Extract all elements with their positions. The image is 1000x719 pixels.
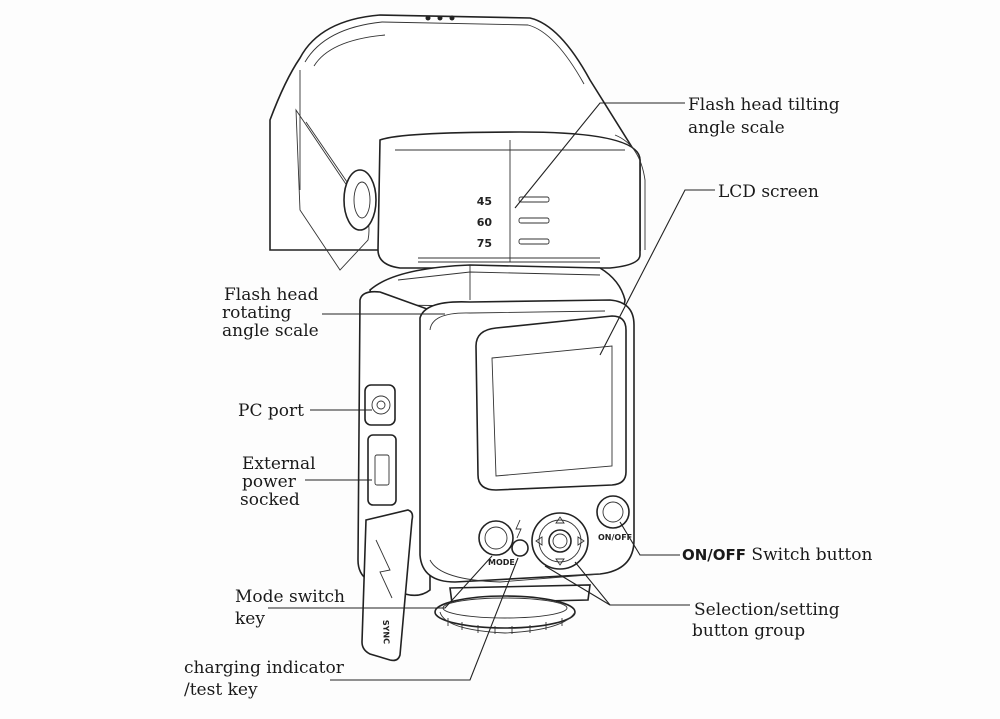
label-lcd: LCD screen: [718, 182, 819, 202]
label-rotate-1: Flash head: [224, 285, 319, 305]
label-onoff-bold: ON/OFF: [682, 546, 746, 564]
onoff-text: ON/OFF: [598, 533, 632, 542]
tilt-scale-75: 75: [477, 237, 492, 250]
label-onoff-rest: Switch button: [746, 545, 872, 565]
label-onoff: ON/OFF Switch button: [682, 545, 873, 565]
callout-labels: Flash head tilting angle scale LCD scree…: [184, 95, 873, 700]
hot-shoe-foot: [434, 584, 591, 634]
tilt-scale-45: 45: [477, 195, 492, 208]
tilt-scale-60: 60: [477, 216, 493, 229]
lcd-screen: [491, 345, 613, 477]
label-ext-2: power: [242, 472, 297, 492]
label-ext-1: External: [242, 454, 316, 474]
leader-lines: [268, 102, 715, 681]
lightning-bolt-icon: [515, 519, 522, 539]
label-mode-1: Mode switch: [235, 587, 345, 607]
label-tilt-scale-2: angle scale: [688, 118, 785, 138]
label-rotate-3: angle scale: [222, 321, 319, 341]
label-charge-1: charging indicator: [184, 658, 345, 678]
sync-text: SYNC: [381, 620, 391, 645]
label-select-1: Selection/setting: [694, 600, 840, 620]
pc-port: [371, 395, 391, 415]
flash-head: 45 60 75: [269, 14, 646, 271]
label-pc-port: PC port: [238, 401, 304, 421]
label-ext-3: socked: [240, 490, 300, 510]
onoff-button[interactable]: [596, 495, 630, 529]
label-tilt-scale-1: Flash head tilting: [688, 95, 840, 115]
label-select-2: button group: [692, 621, 805, 641]
test-button[interactable]: [511, 539, 529, 557]
label-rotate-2: rotating: [222, 303, 292, 323]
label-mode-2: key: [235, 609, 265, 629]
mode-text: MODE: [488, 558, 515, 567]
label-charge-2: /test key: [184, 680, 258, 700]
sync-cover: SYNC: [361, 509, 414, 662]
external-power-socket: [367, 434, 397, 506]
mode-button[interactable]: [478, 520, 514, 556]
button-panel: MODE ON/OFF: [478, 495, 632, 570]
